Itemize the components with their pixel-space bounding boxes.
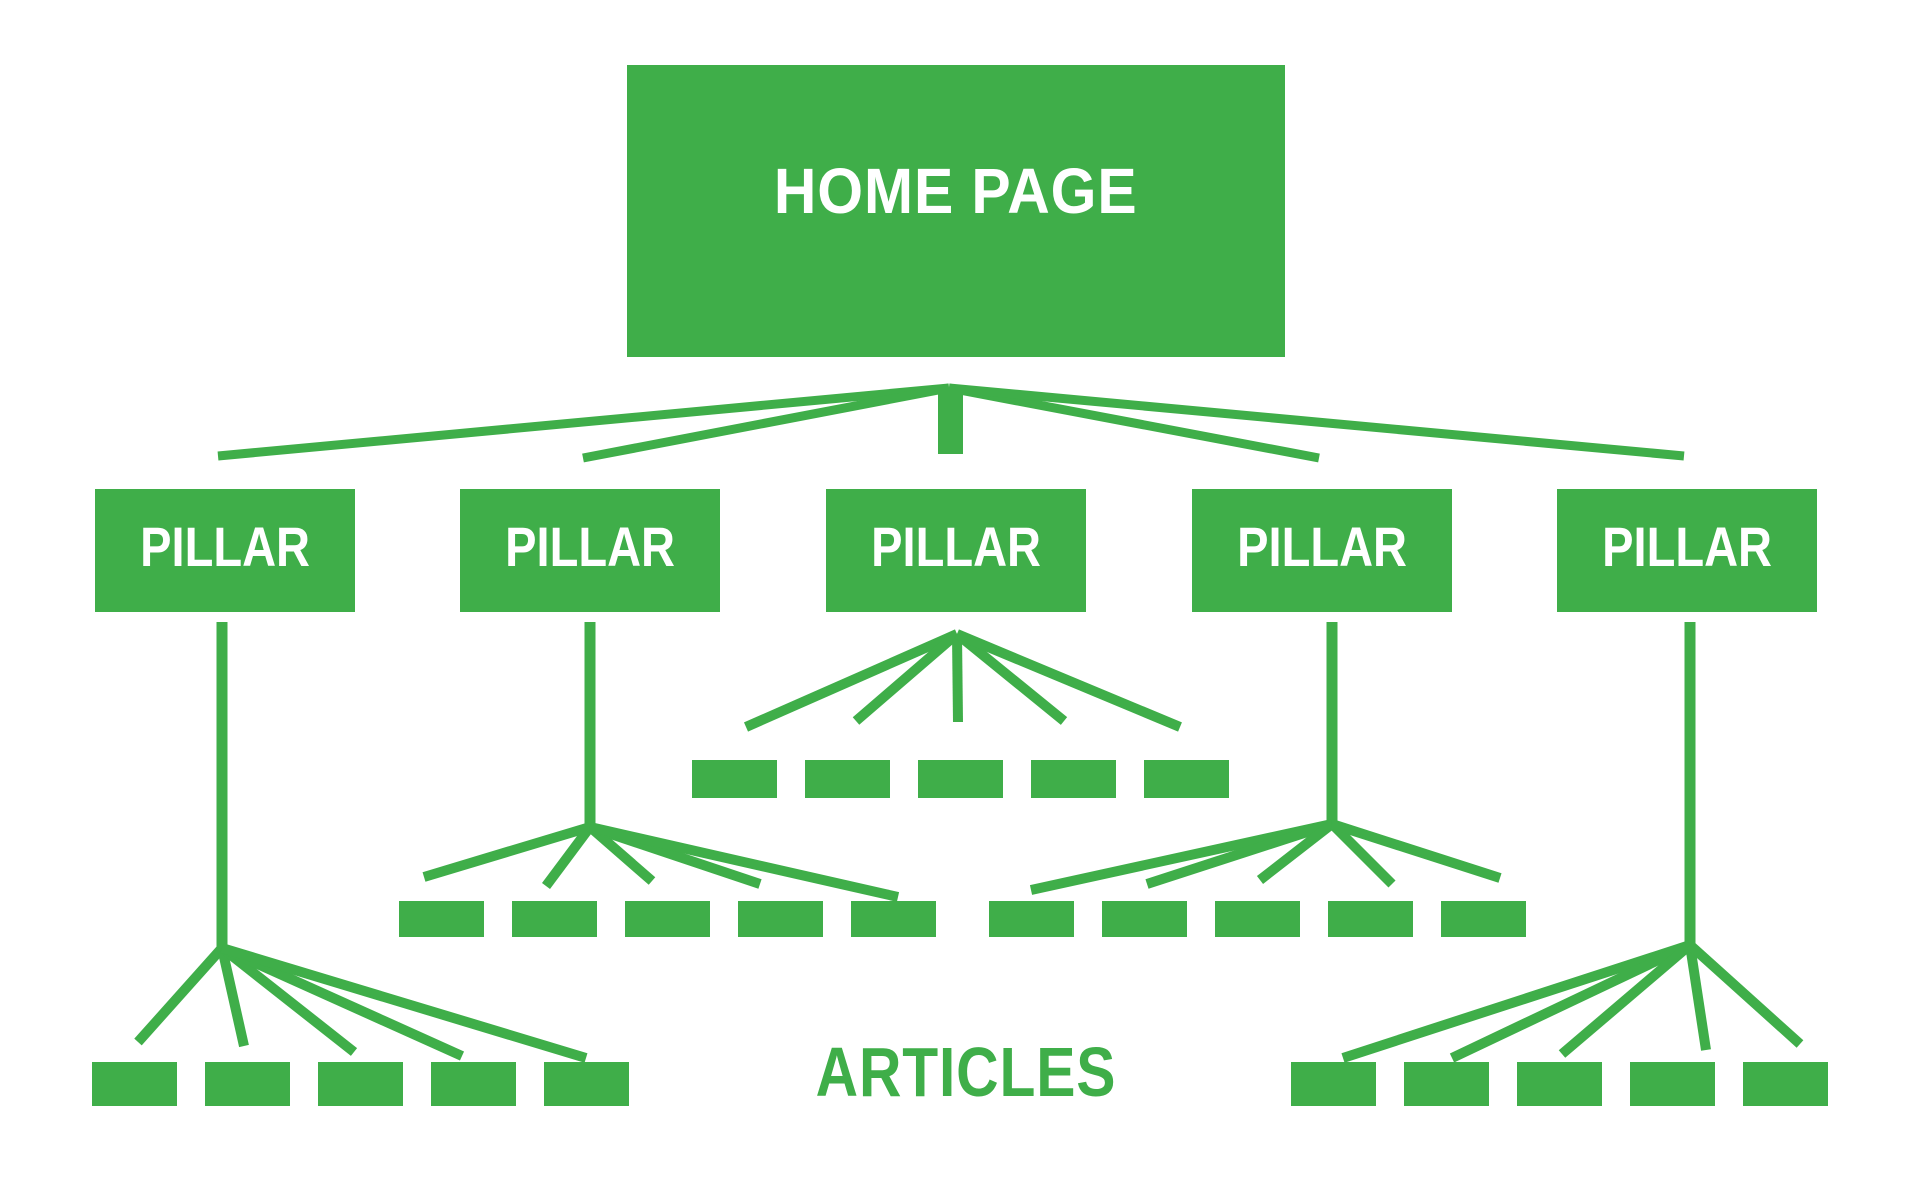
home-connector-stub [938,390,963,454]
articles-under-pillar-4-box [1328,901,1413,937]
connector-line [1686,941,1804,1048]
connector-line [220,943,588,1063]
articles-under-pillar-2-box [625,901,710,937]
pillar-box-4: PILLAR [1192,489,1452,612]
connector-line [1256,820,1336,884]
articles-under-pillar-5-box [1517,1062,1602,1106]
connector-line [541,824,595,889]
connector-line [948,383,1320,463]
connector-line [953,630,1068,725]
connector-line [955,629,1182,732]
connector-line [588,822,900,902]
articles-under-pillar-3-box [1144,760,1229,798]
articles-under-pillar-2-box [738,901,823,937]
articles-under-pillar-4-box [989,901,1074,937]
connector-line [1341,940,1692,1063]
connector-line [217,383,950,461]
connector-line [219,943,465,1061]
articles-under-pillar-3-box [918,760,1003,798]
connector-line [852,630,961,725]
articles-under-pillar-2-box [399,901,484,937]
articles-under-pillar-5-box [1743,1062,1828,1106]
articles-under-pillar-1-box [92,1062,177,1106]
connector-line [1449,940,1693,1063]
connector-line [582,383,950,463]
articles-under-pillar-3-box [692,760,777,798]
articles-under-pillar-1-box [431,1062,516,1106]
pillar-box-2: PILLAR [460,489,720,612]
connector-line [134,944,226,1046]
articles-under-pillar-2-box [512,901,597,937]
articles-under-pillar-5-box [1404,1062,1489,1106]
articles-under-pillar-5-box [1630,1062,1715,1106]
pillar-box-1: PILLAR [95,489,355,612]
connector-line [743,629,960,732]
articles-under-pillar-4-box [1215,901,1300,937]
articles-under-pillar-1-box [318,1062,403,1106]
home-page-label: HOME PAGE [774,155,1138,227]
articles-under-pillar-1-box [205,1062,290,1106]
articles-under-pillar-3-box [1031,760,1116,798]
connector-line [218,944,358,1056]
connector-line [1330,819,1502,883]
articles-under-pillar-1-box [544,1062,629,1106]
connector-line [1145,819,1334,889]
connector-line [217,946,249,1048]
pillar-label-1: PILLAR [140,514,310,578]
articles-under-pillar-4-box [1441,901,1526,937]
pillar-box-3: PILLAR [826,489,1086,612]
pillar-label-5: PILLAR [1602,514,1772,578]
connector-line [1558,941,1694,1058]
pillar-label-4: PILLAR [1237,514,1407,578]
pillar-box-5: PILLAR [1557,489,1817,612]
pillar-label-2: PILLAR [505,514,675,578]
home-page-box: HOME PAGE [627,65,1285,357]
articles-under-pillar-2-box [851,901,936,937]
connector-line [422,822,592,882]
connector-line [948,383,1685,461]
connector-line [1328,820,1396,888]
connector-line [1029,819,1334,895]
pillar-label-3: PILLAR [871,514,1041,578]
articles-heading: ARTICLES [815,1033,1117,1111]
connector-line [952,633,963,723]
articles-under-pillar-4-box [1102,901,1187,937]
articles-under-pillar-3-box [805,760,890,798]
connector-line [586,823,656,885]
articles-under-pillar-5-box [1291,1062,1376,1106]
connector-line [1685,944,1711,1051]
